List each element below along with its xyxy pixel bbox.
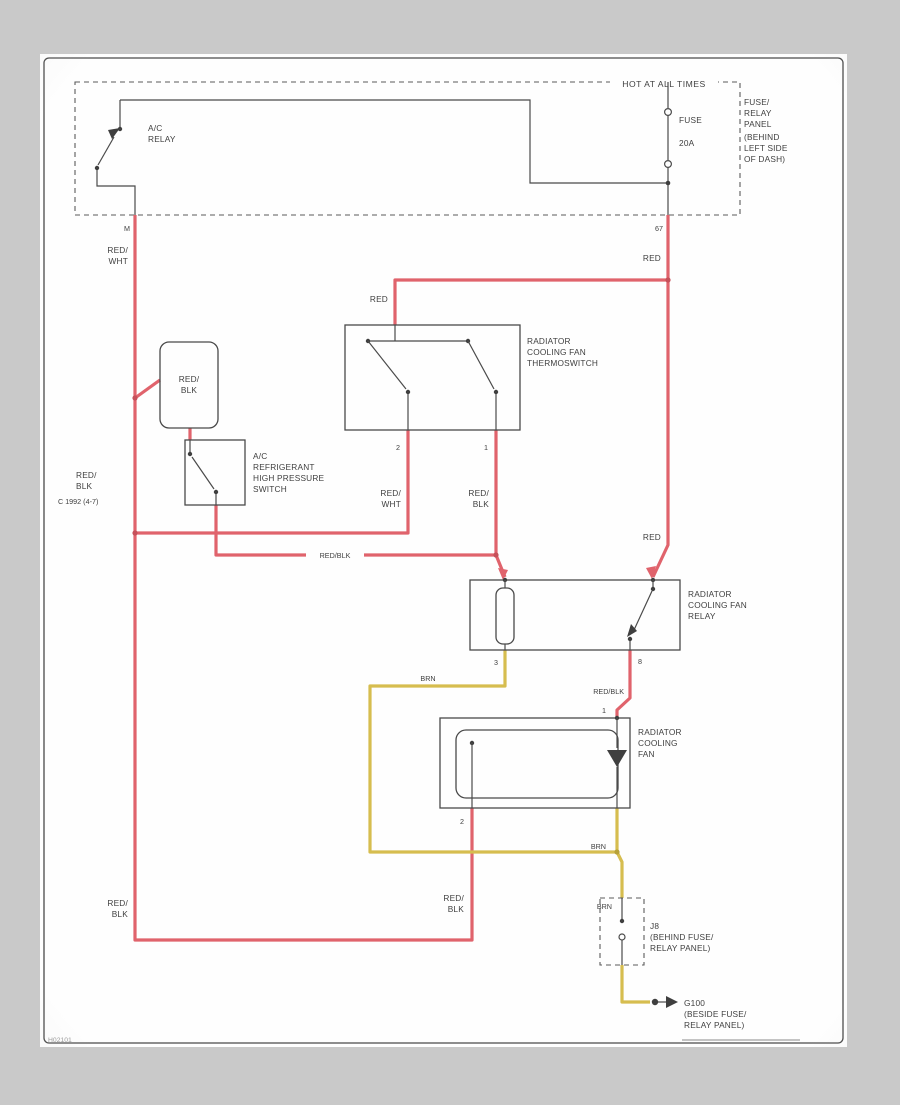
note-line: PANEL [744, 119, 772, 129]
junction-dot [132, 530, 138, 536]
note-line: OF DASH) [744, 154, 785, 164]
ac-relay-label: A/C [148, 123, 162, 133]
fan-pin-label: 1 [602, 706, 606, 715]
corner-code: H02101 [48, 1037, 72, 1044]
contact-dot [405, 389, 411, 395]
fuse-label: FUSE [679, 115, 702, 125]
pivot-dot [94, 165, 100, 171]
junction-dot [493, 552, 499, 558]
contact-dot [493, 389, 499, 395]
wire-label-redblk: RED/ [468, 488, 489, 498]
wire-label-redwht: RED/ [107, 245, 128, 255]
contact-dot [619, 918, 625, 924]
jbox-label: J8 [650, 921, 659, 931]
fan-relay-label: RADIATOR [688, 589, 732, 599]
note-line: LEFT SIDE [744, 143, 788, 153]
note-line: RELAY [744, 108, 772, 118]
wire-note: C 1992 (4-7) [58, 497, 98, 506]
junction-dot [665, 277, 671, 283]
note-line: FUSE/ [744, 97, 770, 107]
ground-dot [651, 998, 659, 1006]
wire-label-redblk: RED/ [107, 898, 128, 908]
fuse-pin-label: 67 [655, 224, 663, 233]
ground-label: (BESIDE FUSE/ [684, 1009, 747, 1019]
relay-pin-label: 8 [638, 657, 642, 666]
ac-relay-label: RELAY [148, 134, 176, 144]
wire-label-redwht: WHT [382, 499, 402, 509]
connector-wire-label: BLK [181, 385, 198, 395]
contact-dot [627, 636, 633, 642]
jbox-label: RELAY PANEL) [650, 943, 711, 953]
thermo-pin-label: 1 [484, 443, 488, 452]
ac-relay-pin-label: M [124, 224, 130, 233]
fan-relay-label: COOLING FAN [688, 600, 747, 610]
fuse-rating: 20A [679, 138, 695, 148]
wire-label-redblk: BLK [473, 499, 490, 509]
fan-pin-label: 2 [460, 817, 464, 826]
junction-dot [614, 849, 620, 855]
pressure-switch-label: A/C [253, 451, 267, 461]
wire-label-redblk: BLK [112, 909, 129, 919]
thermoswitch-label: THERMOSWITCH [527, 358, 598, 368]
pressure-switch-label: SWITCH [253, 484, 287, 494]
wire-label-red: RED [643, 253, 661, 263]
thermoswitch-label: COOLING FAN [527, 347, 586, 357]
connector-wire-label: RED/ [179, 374, 200, 384]
wire-label-brn: BRN [420, 674, 435, 683]
ground-label: G100 [684, 998, 705, 1008]
jbox-label: (BEHIND FUSE/ [650, 932, 714, 942]
contact-dot [187, 451, 193, 457]
pressure-switch-label: REFRIGERANT [253, 462, 315, 472]
contact-dot [213, 489, 219, 495]
ground-label: RELAY PANEL) [684, 1020, 745, 1030]
wire-label-redblk: RED/ [443, 893, 464, 903]
junction-dot [132, 395, 138, 401]
thermo-pin-label: 2 [396, 443, 400, 452]
note-line: (BEHIND [744, 132, 780, 142]
wire-label-brn: BRN [597, 902, 612, 911]
wire-label-red: RED [370, 294, 388, 304]
cooling-fan-label: COOLING [638, 738, 678, 748]
thermoswitch-label: RADIATOR [527, 336, 571, 346]
wire-label-redblk: RED/BLK [320, 551, 351, 560]
wire-label-redblk: BLK [448, 904, 465, 914]
wire-label-redwht: RED/ [380, 488, 401, 498]
hot-at-all-times-label: HOT AT ALL TIMES [622, 79, 705, 89]
relay-pin-label: 3 [494, 658, 498, 667]
wire-label-redblk: RED/BLK [593, 687, 624, 696]
wire-label-redblk: BLK [76, 481, 93, 491]
junction-dot [665, 180, 671, 186]
pressure-switch-label: HIGH PRESSURE [253, 473, 325, 483]
cooling-fan-label: RADIATOR [638, 727, 682, 737]
contact-dot [650, 586, 656, 592]
wire-label-redwht: WHT [109, 256, 129, 266]
cooling-fan-label: FAN [638, 749, 655, 759]
wire-label-redblk: RED/ [76, 470, 97, 480]
wire-label-brn: BRN [591, 842, 606, 851]
wire-label-red: RED [643, 532, 661, 542]
fan-relay-label: RELAY [688, 611, 716, 621]
